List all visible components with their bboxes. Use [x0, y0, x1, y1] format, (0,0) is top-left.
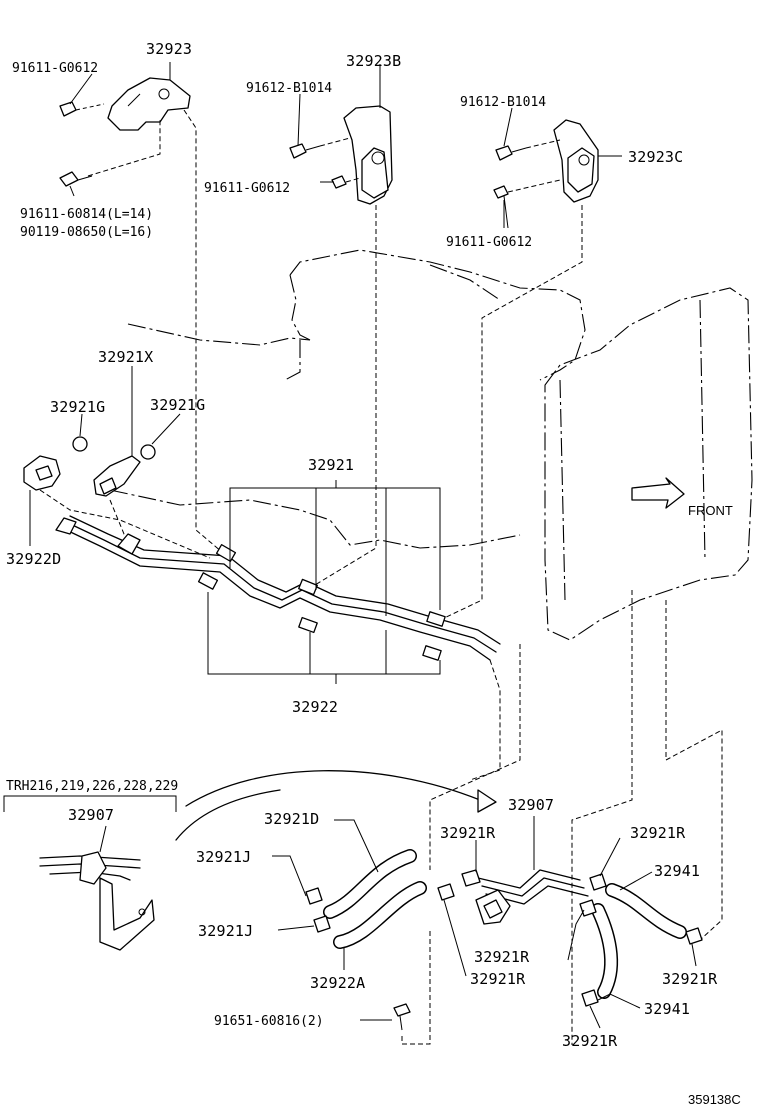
label-32921: 32921 [308, 456, 354, 474]
hose-32921d [323, 849, 417, 919]
bolt-91611-60814 [59, 171, 93, 187]
hoses-32922 [197, 544, 446, 661]
label-32921d: 32921D [264, 810, 319, 828]
label-32923c: 32923C [628, 148, 683, 166]
inset-pipe-32907 [39, 851, 155, 951]
bolt-91611-g0612-b [331, 175, 347, 189]
label-32907-inset: 32907 [68, 806, 114, 824]
label-32941-a: 32941 [654, 862, 700, 880]
bracket-32923 [107, 77, 191, 131]
label-32922d: 32922D [6, 550, 61, 568]
label-91612-b1014-b: 91612-B1014 [460, 95, 546, 110]
hose-32922a [333, 881, 427, 949]
connector-32922d [23, 455, 61, 518]
label-91611-g0612-b: 91611-G0612 [204, 181, 290, 196]
label-32921j-a: 32921J [196, 848, 251, 866]
label-32941-b: 32941 [644, 1000, 690, 1018]
connector-32921x [93, 455, 141, 497]
label-91651-60816: 91651-60816(2) [214, 1014, 324, 1029]
diagram-code: 359138C [688, 1092, 741, 1107]
label-32921r-c: 32921R [474, 948, 530, 966]
bolt-91611-g0612-c [493, 185, 509, 229]
label-32921j-b: 32921J [198, 922, 253, 940]
label-32921x: 32921X [98, 348, 153, 366]
radiator-outline [544, 287, 753, 641]
label-91611-60814: 91611-60814(L=14) [20, 207, 153, 222]
label-32921r-b: 32921R [630, 824, 686, 842]
oil-cooler-pipe-32921 [55, 515, 501, 661]
o-ring-32921g-a [72, 436, 88, 452]
hose-32941-a [605, 883, 687, 939]
label-91611-g0612-c: 91611-G0612 [446, 235, 532, 250]
label-32921r-f: 32921R [562, 1032, 618, 1050]
label-32921r-d: 32921R [470, 970, 526, 988]
label-32923b: 32923B [346, 52, 401, 70]
o-ring-32921g-b [140, 444, 156, 460]
hose-32941-b [591, 903, 619, 999]
bracket-32923c [553, 119, 599, 203]
label-32907: 32907 [508, 796, 554, 814]
front-label: FRONT [688, 503, 733, 518]
front-arrow-icon [631, 477, 685, 509]
label-32922a: 32922A [310, 974, 365, 992]
bolt-91612-b1014-a [289, 143, 321, 159]
bolt-91612-b1014-b [495, 145, 527, 161]
bolt-91611-g0612-a [59, 101, 105, 117]
bracket-32923b [343, 105, 393, 205]
clamps-32921 [305, 869, 703, 1007]
label-32922: 32922 [292, 698, 338, 716]
engine-outline [109, 249, 586, 549]
label-32921g-b: 32921G [150, 396, 205, 414]
bolt-91651-60816 [393, 1003, 411, 1031]
pipe-32907 [475, 869, 589, 925]
leader-lines [29, 62, 697, 1029]
labels: 32923 91611-G0612 91611-60814(L=14) 9011… [6, 40, 741, 1107]
label-90119-08650: 90119-08650(L=16) [20, 225, 153, 240]
label-trh-note: TRH216,219,226,228,229 [6, 779, 178, 794]
label-32923: 32923 [146, 40, 192, 58]
label-91612-b1014-a: 91612-B1014 [246, 81, 332, 96]
label-32921g-a: 32921G [50, 398, 105, 416]
label-32921r-e: 32921R [662, 970, 718, 988]
label-32921r-a: 32921R [440, 824, 496, 842]
label-91611-g0612-a: 91611-G0612 [12, 61, 98, 76]
